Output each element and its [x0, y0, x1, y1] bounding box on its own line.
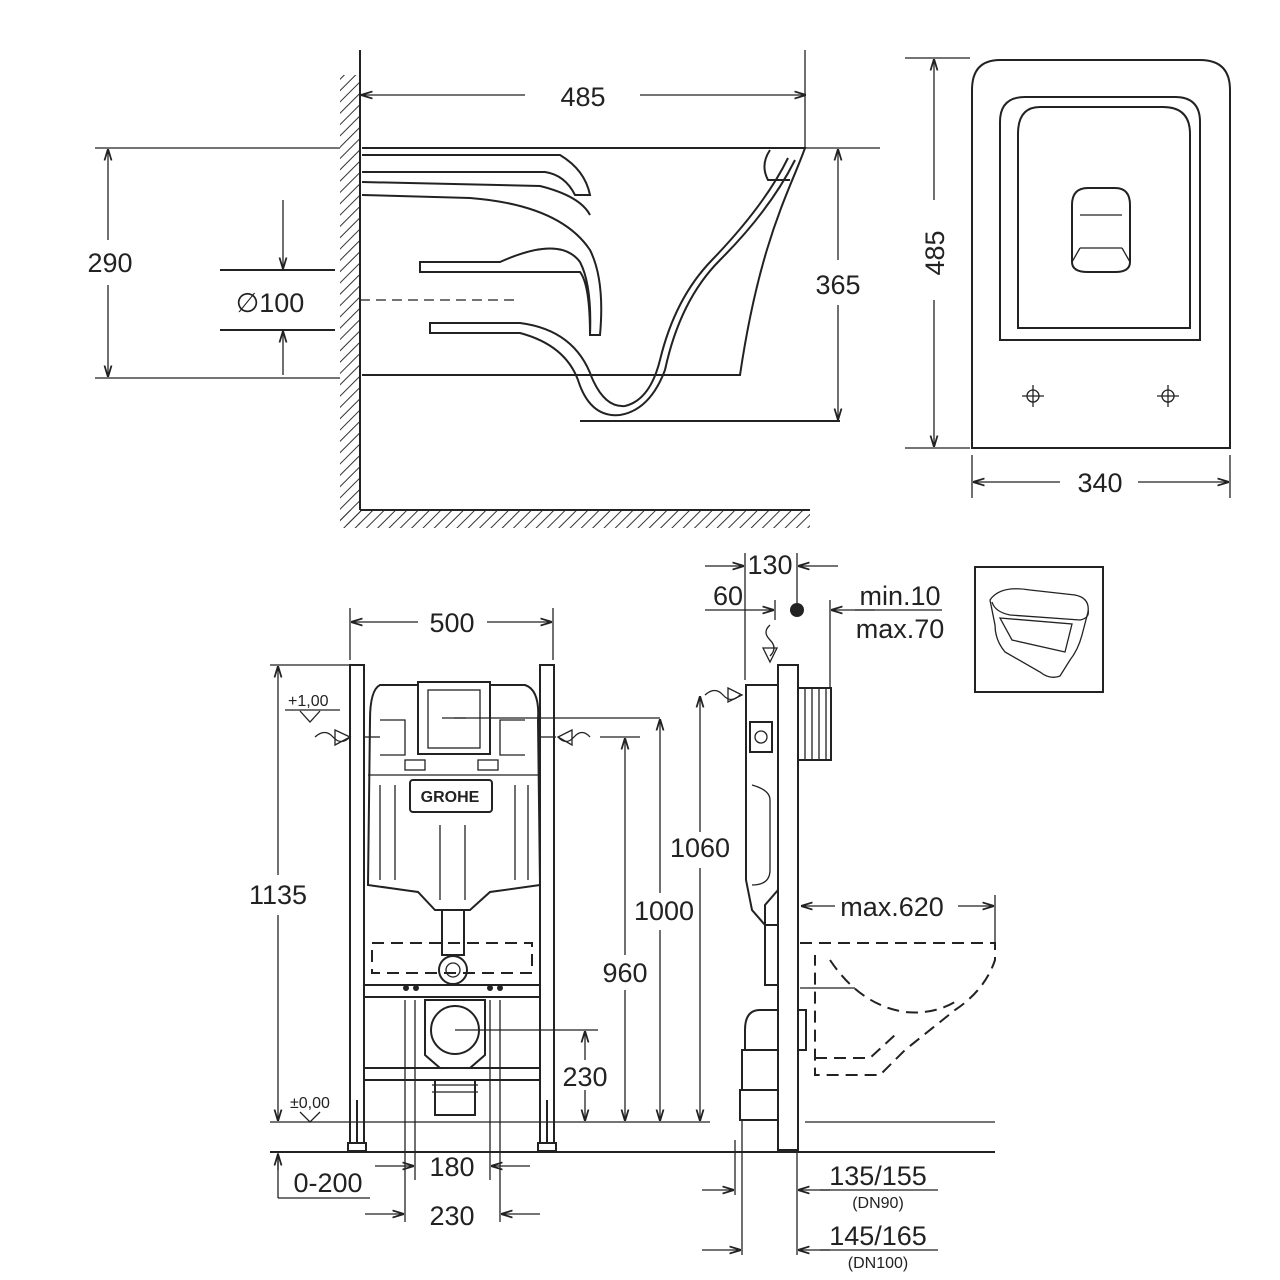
dim-side-130: 130 — [747, 550, 792, 580]
level-top-label: +1,00 — [288, 693, 329, 710]
dn100-label: (DN100) — [848, 1255, 908, 1272]
dim-plan-width: 340 — [1077, 468, 1122, 498]
floor-hatch — [340, 510, 810, 528]
dim-bolt-180: 180 — [429, 1152, 474, 1182]
dim-dn100-distance: 145/165 — [829, 1221, 927, 1251]
dim-inlet-1060: 1060 — [670, 833, 730, 863]
water-inlet-right-icon — [557, 731, 591, 743]
wall-hatch — [340, 75, 360, 525]
side-view-pan: 485 290 ∅100 365 — [87, 50, 880, 528]
dim-plate-1000: 1000 — [634, 896, 694, 926]
side-view-install: 130 60 min.10 max.70 max.620 135/155 (DN… — [702, 550, 996, 1272]
dim-projection: max.620 — [840, 892, 944, 922]
dim-depth: 485 — [560, 82, 605, 112]
plan-view-pan: 485 340 — [905, 57, 1231, 498]
dim-seat-height: 365 — [815, 270, 860, 300]
water-supply-top-icon — [765, 624, 775, 657]
dim-frame-height: 1135 — [249, 880, 307, 910]
dim-bolt-230: 230 — [429, 1201, 474, 1231]
dim-height: 290 — [87, 248, 132, 278]
brand-logo-text: GROHE — [421, 789, 480, 806]
dim-outlet-height: 230 — [562, 1062, 607, 1092]
dim-plan-length: 485 — [920, 230, 950, 275]
dn90-label: (DN90) — [852, 1195, 904, 1212]
wall-max: max.70 — [856, 614, 945, 644]
product-thumbnail — [974, 566, 1104, 693]
dim-frame-width: 500 — [429, 608, 474, 638]
dim-outlet-diameter: ∅100 — [236, 288, 305, 318]
dim-foot-adjust: 0-200 — [293, 1168, 362, 1198]
dim-dn90-distance: 135/155 — [829, 1161, 927, 1191]
dim-side-60: 60 — [713, 581, 743, 611]
wall-min: min.10 — [859, 581, 940, 611]
fixing-hole-right — [1157, 385, 1179, 407]
level-floor-label: ±0,00 — [290, 1095, 330, 1112]
front-view-frame: GROHE — [249, 608, 730, 1231]
dim-inlet-960: 960 — [602, 958, 647, 988]
fixing-hole-left — [1022, 385, 1044, 407]
water-inlet-left-icon — [314, 731, 351, 743]
